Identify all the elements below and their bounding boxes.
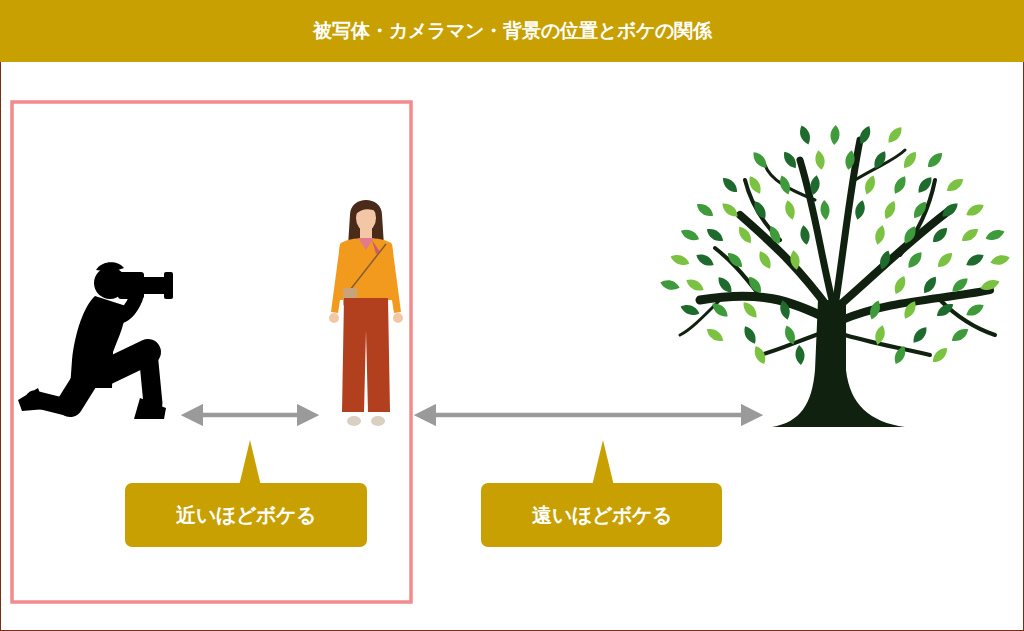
callout-text: 近いほどボケる — [176, 502, 316, 529]
distance-arrow — [192, 413, 308, 418]
callout-box: 遠いほどボケる — [481, 483, 722, 547]
diagram-title: 被写体・カメラマン・背景の位置とボケの関係 — [0, 0, 1024, 62]
photographer-silhouette — [18, 262, 173, 419]
highlight-frame — [12, 102, 411, 602]
callout-box: 近いほどボケる — [125, 483, 367, 547]
callout-pointer — [239, 440, 261, 486]
distance-arrow — [425, 413, 752, 418]
callout-pointer — [592, 440, 614, 486]
background-tree — [659, 124, 1011, 427]
callout-text: 遠いほどボケる — [532, 502, 672, 529]
title-band — [0, 0, 1024, 62]
subject-woman — [329, 200, 403, 426]
